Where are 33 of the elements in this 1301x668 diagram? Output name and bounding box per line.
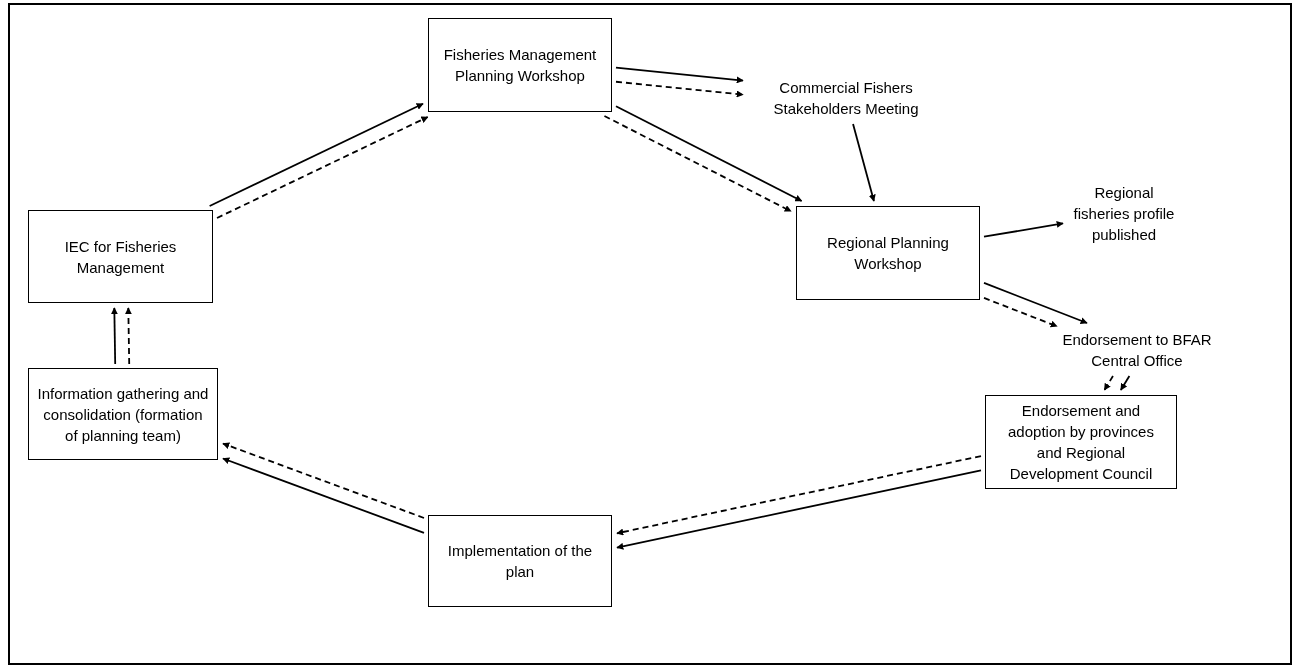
arrow <box>983 282 1088 324</box>
node-label: Fisheries Management Planning Workshop <box>442 45 598 86</box>
arrow <box>1103 375 1114 391</box>
arrow <box>1119 375 1131 391</box>
arrow <box>616 455 982 536</box>
arrow <box>615 66 744 84</box>
node-label: Implementation of the plan <box>446 541 594 582</box>
node-label: IEC for Fisheries Management <box>63 236 178 278</box>
arrow <box>222 442 425 519</box>
node-label: Endorsement and adoption by provinces and Regional Development Council <box>1007 401 1155 484</box>
process-box <box>985 395 1177 489</box>
node-label: Commercial Fishers Stakeholders Meeting <box>772 78 920 119</box>
arrow <box>222 457 425 534</box>
process-box <box>28 210 213 303</box>
node-label: Information gathering and consolidation (formation of planning team) <box>37 383 209 446</box>
arrow <box>110 307 118 365</box>
arrow <box>216 116 429 219</box>
arrow <box>616 469 982 550</box>
arrow <box>208 102 424 207</box>
process-box <box>428 515 612 607</box>
arrow <box>124 307 132 365</box>
arrow <box>983 297 1058 328</box>
process-box <box>428 18 612 112</box>
arrow <box>852 123 876 202</box>
node-label: Regional fisheries profile published <box>1072 182 1176 245</box>
arrow <box>615 105 803 202</box>
process-box <box>796 206 980 300</box>
process-box <box>28 368 218 460</box>
node-label: Endorsement to BFAR Central Office <box>1062 330 1212 371</box>
arrow <box>983 220 1064 238</box>
arrow <box>615 80 744 98</box>
arrow <box>603 115 792 213</box>
node-label: Regional Planning Workshop <box>826 233 950 274</box>
